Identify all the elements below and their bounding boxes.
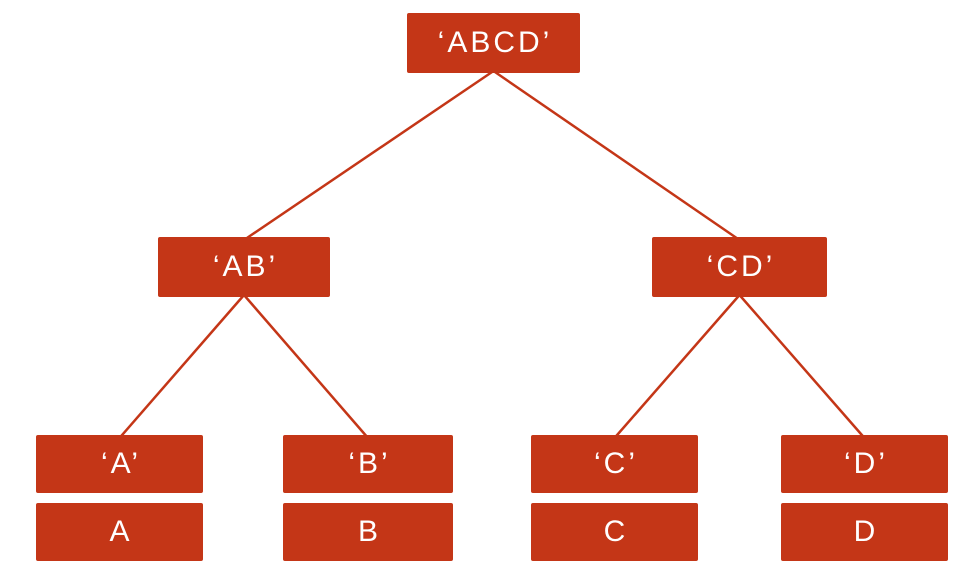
tree-node-ab: ‘AB’ [158, 237, 330, 297]
tree-node-a-value: A [36, 503, 203, 561]
tree-node-b-value: B [283, 503, 453, 561]
edge-root-to-cd [492, 69, 741, 242]
tree-node-d-quoted: ‘D’ [781, 435, 948, 493]
tree-node-a-quoted: ‘A’ [36, 435, 203, 493]
edge-root-to-ab [243, 69, 495, 242]
tree-node-d-value: D [781, 503, 948, 561]
tree-node-c-value: C [531, 503, 698, 561]
edge-ab-to-a [118, 294, 245, 439]
edge-ab-to-b [243, 294, 369, 439]
tree-node-abcd: ‘ABCD’ [407, 13, 580, 73]
tree-node-cd: ‘CD’ [652, 237, 827, 297]
edge-cd-to-c [613, 294, 741, 439]
tree-node-c-quoted: ‘C’ [531, 435, 698, 493]
edge-cd-to-d [738, 294, 866, 439]
tree-node-b-quoted: ‘B’ [283, 435, 453, 493]
